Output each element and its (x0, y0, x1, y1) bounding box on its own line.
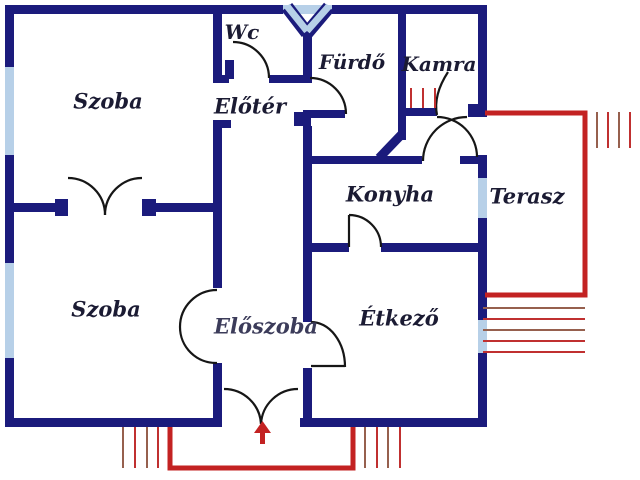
room-label-szoba-top: Szoba (73, 88, 143, 114)
terrace-outline (167, 110, 588, 471)
room-label-szoba-bottom: Szoba (71, 296, 141, 322)
walls (5, 5, 487, 427)
corner-window-glass (284, 3, 332, 34)
steps-hatching-brown (122, 112, 620, 468)
room-label-konyha: Konyha (345, 181, 435, 207)
steps-hatching-red (134, 88, 631, 468)
room-label-terasz: Terasz (489, 183, 565, 209)
room-label-etkezo: Étkező (359, 305, 439, 331)
entrance-arrow (254, 421, 271, 444)
room-label-kamra: Kamra (401, 52, 477, 76)
room-label-furdo: Fürdő (318, 50, 386, 74)
room-label-wc: Wc (224, 20, 260, 44)
room-label-eloter: Előtér (213, 93, 287, 119)
room-label-eloszoba: Előszoba (213, 313, 319, 339)
door-arcs (67, 40, 479, 425)
windows (5, 5, 487, 358)
diagonal-wall (375, 130, 406, 162)
